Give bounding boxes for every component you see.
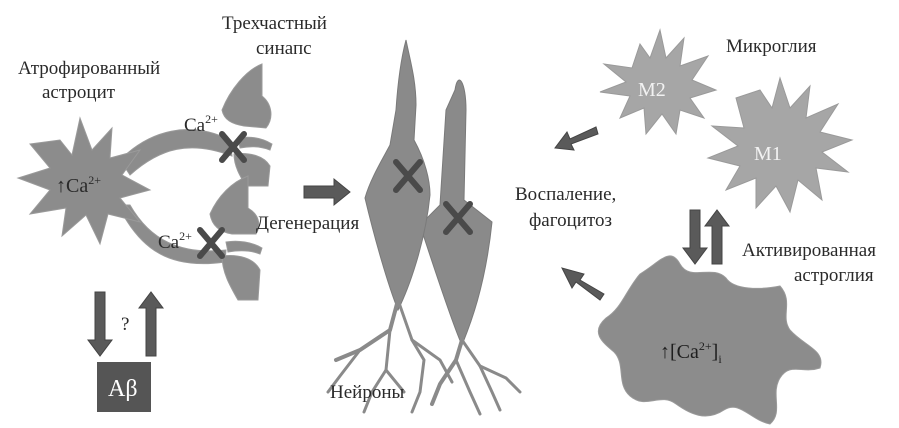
abeta-label: Aβ <box>108 376 138 402</box>
microglia-astroglia-down-arrow <box>683 210 707 264</box>
synapse-top <box>222 64 272 186</box>
degeneration-arrow <box>304 179 350 205</box>
m1-label: M1 <box>754 143 782 165</box>
inflammation-label-line1: Воспаление, <box>515 184 616 205</box>
question-mark: ? <box>121 314 129 335</box>
down-arrow <box>88 292 112 356</box>
astroglia-microglia-up-arrow <box>705 210 729 264</box>
activated-label-line2: астроглия <box>794 265 874 286</box>
inflammation-label-line2: фагоцитоз <box>529 210 612 231</box>
atrophied-label-line2: астроцит <box>42 82 116 103</box>
neurons-label: Нейроны <box>330 382 404 403</box>
microglia-to-inflammation-arrow <box>555 127 598 150</box>
abeta-arrows: ? <box>88 292 163 356</box>
microglia-m2: M2 <box>600 30 716 134</box>
activated-label-line1: Активированная <box>742 240 876 261</box>
microglia-m1: M1 <box>708 78 852 212</box>
ca-top-label: Ca2+ <box>184 112 218 136</box>
synapse-bottom <box>200 176 262 300</box>
tripartite-label-line1: Трехчастный <box>222 13 327 34</box>
microglia-label: Микроглия <box>726 36 817 57</box>
tripartite-label-line2: синапс <box>256 38 312 59</box>
atrophied-astrocyte <box>18 118 232 264</box>
up-arrow <box>139 292 163 356</box>
m2-label: M2 <box>638 79 666 101</box>
degeneration-label: Дегенерация <box>256 213 359 234</box>
ca-i-label: ↑[Ca2+]i <box>660 339 722 366</box>
activated-astroglia: ↑[Ca2+]i <box>598 256 821 424</box>
atrophied-label-line1: Атрофированный <box>18 58 160 79</box>
abeta-box: Aβ <box>97 362 151 412</box>
astroglia-to-inflammation-arrow <box>562 268 604 300</box>
